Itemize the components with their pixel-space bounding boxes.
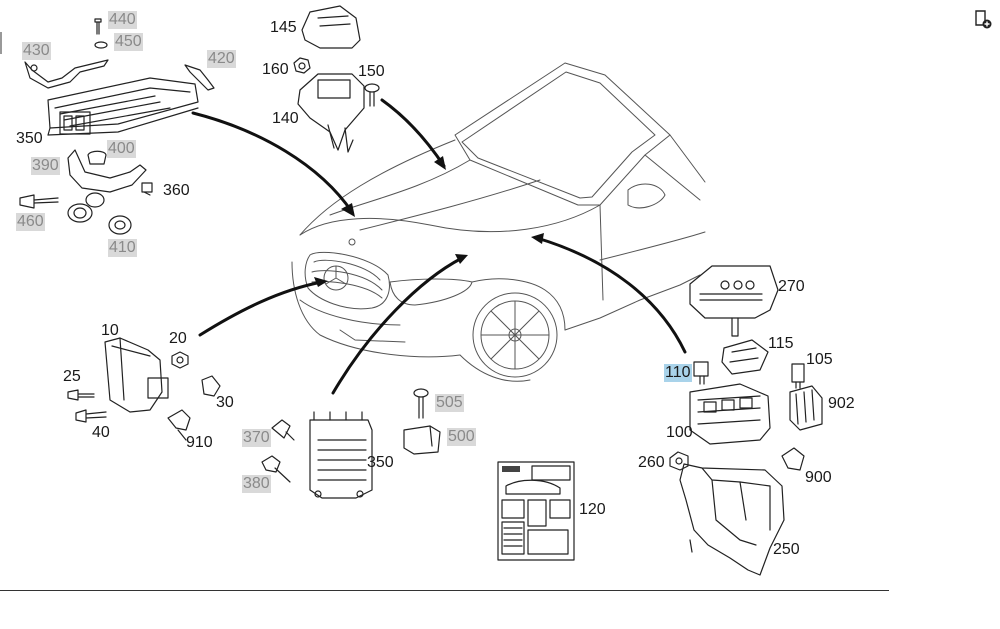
callout-430[interactable]: 430 — [22, 42, 51, 60]
callout-20[interactable]: 20 — [169, 330, 187, 347]
callout-900[interactable]: 900 — [805, 469, 832, 486]
ecu-350-assembly — [19, 18, 215, 235]
sensor-10-assembly — [67, 337, 221, 441]
callout-380[interactable]: 380 — [242, 475, 271, 493]
callout-100[interactable]: 100 — [666, 424, 693, 441]
arrows — [191, 98, 687, 395]
callout-420[interactable]: 420 — [207, 50, 236, 68]
callout-350-bottom[interactable]: 350 — [367, 454, 394, 471]
callout-460[interactable]: 460 — [16, 213, 45, 231]
callout-390[interactable]: 390 — [31, 157, 60, 175]
callout-270[interactable]: 270 — [778, 278, 805, 295]
callout-450[interactable]: 450 — [114, 33, 143, 51]
left-edge-marker — [0, 32, 2, 54]
callout-120[interactable]: 120 — [579, 501, 606, 518]
bottom-divider — [0, 590, 889, 591]
callout-410[interactable]: 410 — [108, 239, 137, 257]
callout-505[interactable]: 505 — [435, 394, 464, 412]
callout-350-top[interactable]: 350 — [16, 130, 43, 147]
callout-260[interactable]: 260 — [638, 454, 665, 471]
callout-10[interactable]: 10 — [101, 322, 119, 339]
callout-115[interactable]: 115 — [768, 335, 794, 352]
callout-105[interactable]: 105 — [806, 351, 833, 368]
ecu-350-lower-assembly — [261, 388, 575, 561]
relay-140-assembly — [293, 5, 380, 153]
callout-140[interactable]: 140 — [272, 110, 299, 127]
add-to-list-icon[interactable] — [973, 9, 993, 29]
callout-360[interactable]: 360 — [163, 182, 190, 199]
callout-160[interactable]: 160 — [262, 61, 289, 78]
callout-250[interactable]: 250 — [773, 541, 800, 558]
callout-500[interactable]: 500 — [447, 428, 476, 446]
fuse-box-assembly — [669, 265, 823, 576]
callout-370[interactable]: 370 — [242, 429, 271, 447]
callout-400[interactable]: 400 — [107, 140, 136, 158]
callout-150[interactable]: 150 — [358, 63, 385, 80]
callout-910[interactable]: 910 — [186, 434, 213, 451]
callout-145[interactable]: 145 — [270, 19, 297, 36]
car-outline — [291, 62, 706, 382]
callout-40[interactable]: 40 — [92, 424, 110, 441]
callout-440[interactable]: 440 — [108, 11, 137, 29]
callout-902[interactable]: 902 — [828, 395, 855, 412]
callout-30[interactable]: 30 — [216, 394, 234, 411]
callout-110[interactable]: 110 — [664, 364, 692, 382]
callout-25[interactable]: 25 — [63, 368, 81, 385]
